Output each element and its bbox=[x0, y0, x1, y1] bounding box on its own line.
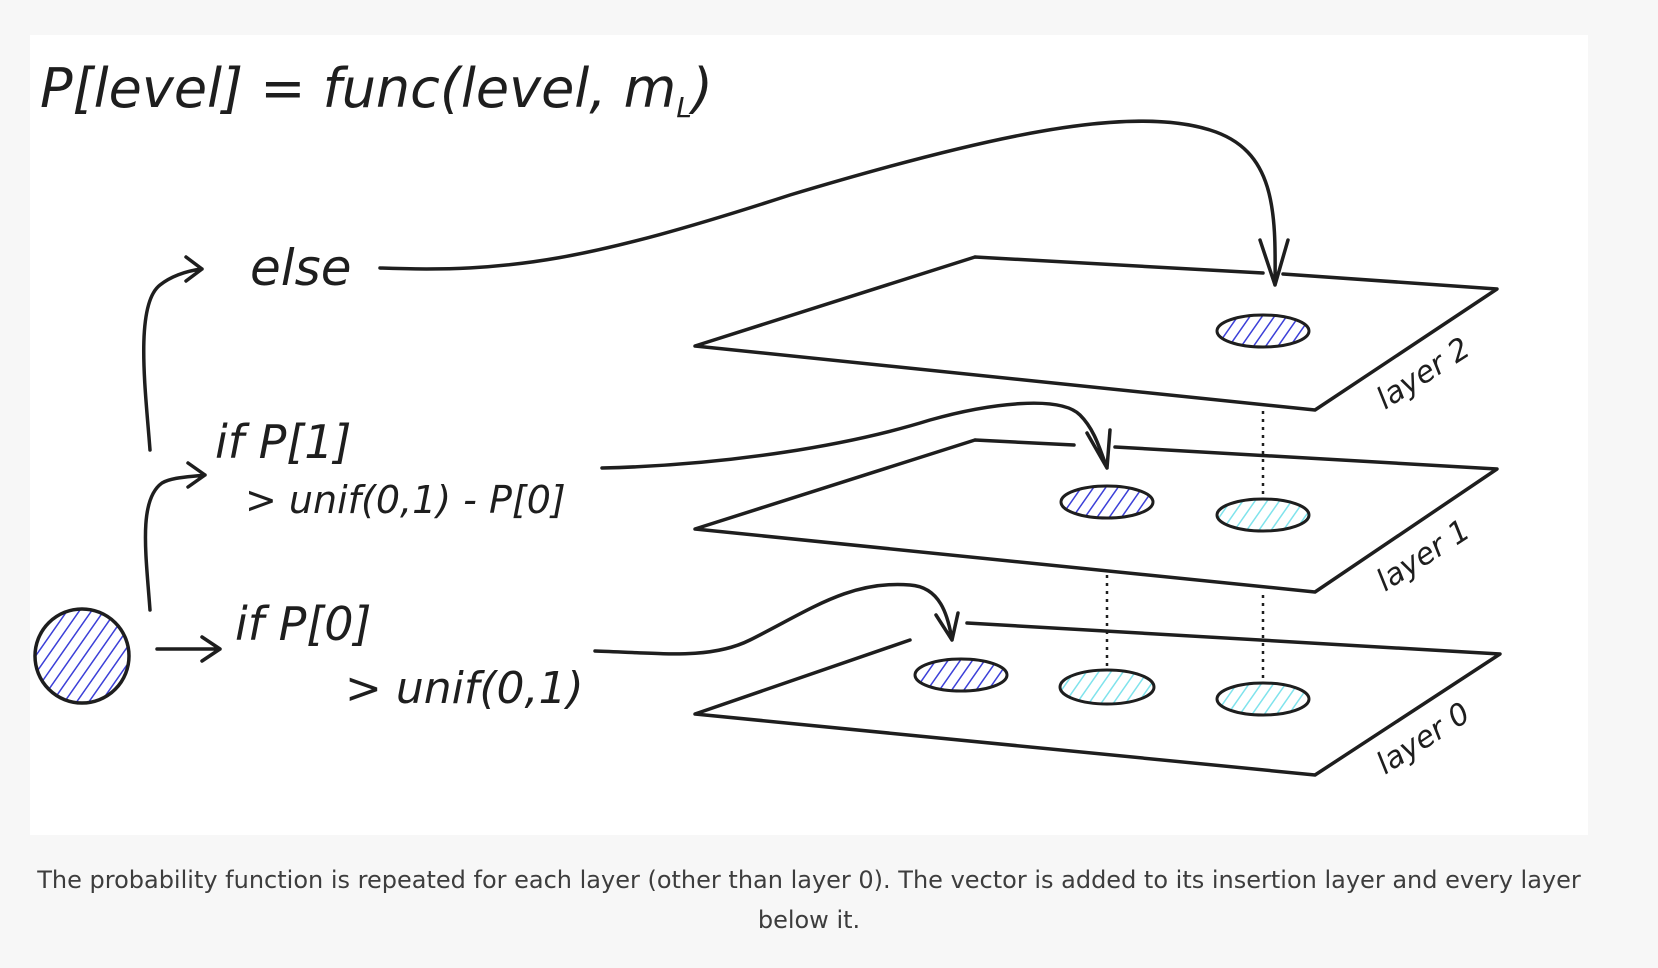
arrow-p1-to-layer-1 bbox=[600, 401, 1112, 470]
vector-layer-0-copy-right bbox=[1215, 681, 1311, 717]
layer-2-plane bbox=[693, 255, 1499, 412]
vector-layer-0-inserted bbox=[913, 657, 1009, 693]
figure-caption: The probability function is repeated for… bbox=[37, 866, 1581, 934]
layer-1-plane bbox=[693, 438, 1499, 594]
else-label: else bbox=[250, 239, 351, 297]
insertion-arrows bbox=[378, 119, 1290, 656]
arrow-to-else bbox=[142, 255, 204, 452]
arrow-else-to-layer-2 bbox=[378, 119, 1290, 287]
formula-suffix: ) bbox=[688, 57, 713, 120]
p1-condition-line1: if P[1] bbox=[215, 415, 352, 469]
p1-condition-line2: > unif(0,1) - P[0] bbox=[245, 478, 566, 522]
vector-layer-0-copy-middle bbox=[1058, 668, 1156, 706]
arrow-p0-to-layer-0 bbox=[593, 582, 960, 656]
vector-layer-1-inserted bbox=[1059, 484, 1155, 520]
diagram-canvas: P[level] = func(level, mL) bbox=[33, 57, 1502, 782]
arrow-to-p0 bbox=[155, 635, 222, 663]
diagram-figure: P[level] = func(level, mL) bbox=[30, 35, 1588, 835]
layer-planes bbox=[693, 255, 1502, 777]
layer-0-plane bbox=[693, 621, 1502, 777]
arrow-to-p1 bbox=[143, 461, 207, 612]
p0-condition-line2: > unif(0,1) bbox=[345, 663, 584, 714]
formula-subscript: L bbox=[676, 91, 692, 124]
layer-0-label: layer 0 bbox=[1370, 696, 1476, 782]
p0-condition-line1: if P[0] bbox=[235, 597, 372, 651]
layer-2-label: layer 2 bbox=[1370, 331, 1476, 417]
new-vector-circle bbox=[33, 607, 131, 705]
vector-nodes bbox=[913, 313, 1311, 717]
vector-layer-2 bbox=[1215, 313, 1311, 349]
formula-title: P[level] = func(level, mL) bbox=[40, 57, 713, 124]
layer-1-label: layer 1 bbox=[1370, 513, 1476, 599]
dotted-connectors bbox=[1105, 411, 1265, 687]
formula-prefix: P[level] = func(level, m bbox=[40, 57, 676, 120]
vector-layer-1-copy bbox=[1215, 497, 1311, 533]
branch-arrows bbox=[142, 255, 222, 663]
